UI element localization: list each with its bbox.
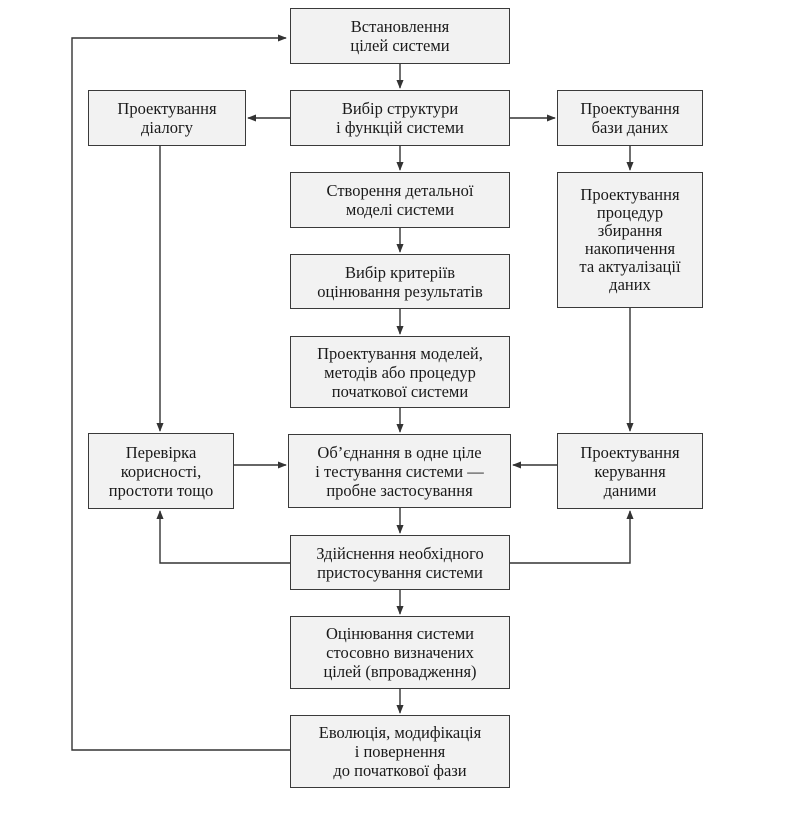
node-integration: Об’єднання в одне ціле і тестування сист… (288, 434, 511, 508)
arrow-evolution-to-goals (71, 34, 290, 751)
node-integration-label: Об’єднання в одне ціле і тестування сист… (315, 442, 484, 500)
arrow-adaptation-to-data-management (510, 510, 634, 564)
node-adaptation-label: Здійснення необхідного пристосування сис… (316, 543, 484, 582)
node-data-management-label: Проектування керування даними (580, 442, 680, 500)
node-structure-label: Вибір структури і функцій системи (336, 99, 464, 137)
node-criteria-label: Вибір критеріїв оцінювання результатів (317, 262, 483, 301)
node-criteria: Вибір критеріїв оцінювання результатів (290, 254, 510, 309)
node-detailed-model-label: Створення детальної моделі системи (326, 181, 474, 219)
node-dialog-label: Проектування діалогу (117, 99, 217, 137)
node-initial-models: Проектування моделей, методів або процед… (290, 336, 510, 408)
node-goals: Встановлення цілей системи (290, 8, 510, 64)
node-initial-models-label: Проектування моделей, методів або процед… (317, 343, 483, 401)
node-database: Проектування бази даних (557, 90, 703, 146)
node-usability-check: Перевірка корисності, простоти тощо (88, 433, 234, 509)
node-goals-label: Встановлення цілей системи (350, 17, 450, 55)
arrow-adaptation-to-usability-check (156, 510, 290, 564)
node-dialog: Проектування діалогу (88, 90, 246, 146)
node-evaluation-label: Оцінювання системи стосовно визначених ц… (323, 624, 477, 681)
node-data-management: Проектування керування даними (557, 433, 703, 509)
node-data-procedures: Проектування процедур збирання накопичен… (557, 172, 703, 308)
node-evolution: Еволюція, модифікація і повернення до по… (290, 715, 510, 788)
node-usability-check-label: Перевірка корисності, простоти тощо (108, 442, 214, 500)
node-structure: Вибір структури і функцій системи (290, 90, 510, 146)
node-database-label: Проектування бази даних (580, 99, 680, 137)
node-adaptation: Здійснення необхідного пристосування сис… (290, 535, 510, 590)
node-data-procedures-label: Проектування процедур збирання накопичен… (579, 185, 681, 294)
node-detailed-model: Створення детальної моделі системи (290, 172, 510, 228)
node-evolution-label: Еволюція, модифікація і повернення до по… (318, 723, 482, 780)
node-evaluation: Оцінювання системи стосовно визначених ц… (290, 616, 510, 689)
